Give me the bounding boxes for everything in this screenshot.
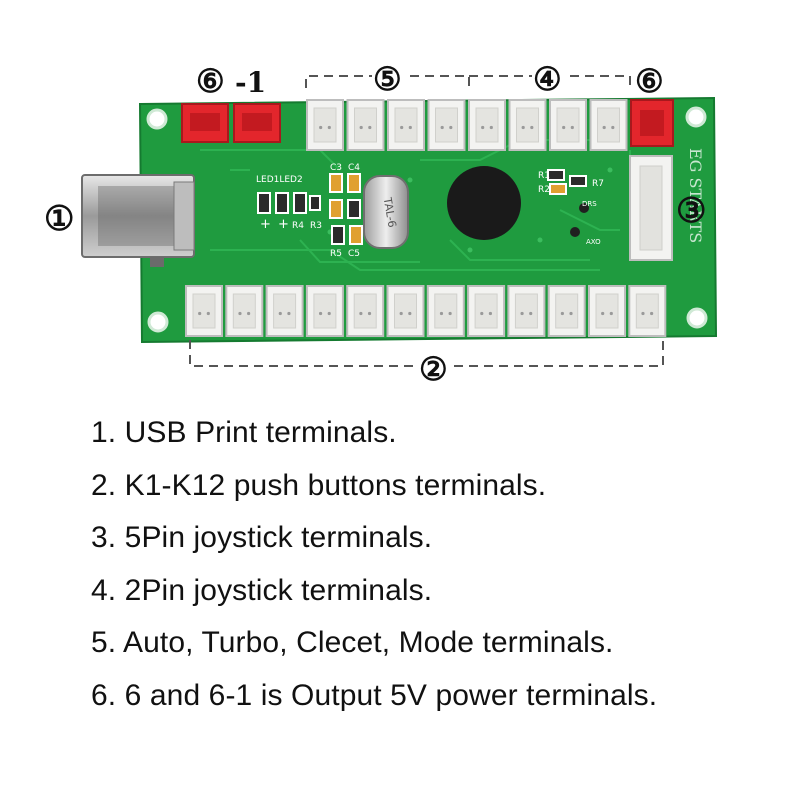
silk-c4: C4 — [348, 163, 360, 173]
top-terminal-row — [306, 99, 628, 151]
mode-terminal — [387, 99, 425, 151]
push-button-terminal — [225, 285, 264, 337]
mode-terminal — [427, 99, 466, 151]
callout-6-1-number: ⑥ — [196, 62, 225, 100]
push-button-terminal — [265, 285, 304, 337]
callout-6: ⑥ — [635, 62, 664, 100]
silk-led-label: LED1LED2 — [256, 175, 303, 185]
joystick-2pin-terminal — [549, 99, 587, 151]
silk-plus-1: + — [260, 217, 271, 232]
callout-5: ⑤ — [373, 60, 402, 98]
silk-r3: R3 — [310, 221, 322, 231]
callout-6-1-suffix: -1 — [235, 66, 266, 99]
callout-3: ③ — [676, 191, 706, 231]
silk-plus-2: + — [278, 217, 289, 232]
silk-c3: C3 — [330, 163, 342, 173]
legend-item-1: 1. USB Print terminals. — [91, 416, 397, 449]
silk-r4: R4 — [292, 221, 304, 231]
push-button-terminal — [305, 285, 344, 337]
legend-item-4: 4. 2Pin joystick terminals. — [91, 573, 433, 607]
push-button-terminal — [628, 285, 667, 337]
push-button-terminal — [507, 285, 546, 337]
power-connector-6 — [630, 99, 674, 147]
legend-item-6: 6. 6 and 6-1 is Output 5V power terminal… — [91, 678, 658, 712]
mode-terminal — [346, 99, 385, 151]
controller-chip — [447, 166, 521, 240]
silk-edge-text: EG STARTS — [686, 148, 705, 243]
terminal-legend: 1. USB Print terminals. 2. K1-K12 push b… — [91, 412, 657, 728]
legend-item-5: 5. Auto, Turbo, Clecet, Mode terminals. — [91, 626, 614, 660]
silk-r1: R1 — [538, 171, 550, 181]
callout-2: ② — [419, 350, 448, 388]
power-connector-6-1 — [181, 103, 281, 143]
legend-item-3: 3. 5Pin joystick terminals. — [91, 521, 433, 555]
silk-crystal-marking: TAL-6 — [380, 195, 398, 228]
callout-labels: ⑥ -1 ⑤ ④ ⑥ ① ③ ② — [44, 60, 706, 388]
mounting-hole — [146, 106, 708, 333]
callout-1: ① — [44, 199, 74, 239]
silk-r5: R5 — [330, 249, 342, 259]
usb-port — [81, 174, 195, 267]
silk-c5: C5 — [348, 249, 360, 259]
push-button-terminal — [588, 285, 626, 337]
silk-drs: DRS — [582, 200, 597, 208]
silk-r2: R2 — [538, 185, 550, 195]
joystick-5pin-connector — [629, 155, 673, 261]
legend-item-2: 2. K1-K12 push buttons terminals. — [91, 468, 547, 502]
push-button-terminal — [386, 285, 425, 337]
silkscreen-labels: LED1LED2 + + R4 R3 C3 C4 R5 C5 TAL-6 R1 … — [256, 148, 705, 259]
callout-brackets — [189, 75, 664, 367]
crystal-oscillator — [363, 175, 409, 249]
joystick-2pin-terminal — [468, 99, 506, 151]
mode-terminal — [306, 99, 344, 151]
push-button-terminal — [426, 285, 465, 337]
smd-components — [257, 169, 589, 245]
joystick-2pin-terminal — [508, 99, 547, 151]
callout-4: ④ — [533, 60, 562, 98]
silk-r7: R7 — [592, 179, 604, 189]
push-button-terminal — [346, 285, 385, 337]
silk-axo: AXO — [586, 238, 601, 246]
joystick-2pin-terminal — [589, 99, 628, 151]
push-button-terminal — [467, 285, 506, 337]
push-button-terminal — [185, 285, 223, 337]
push-button-terminal — [547, 285, 586, 337]
push-button-terminal-row — [185, 285, 667, 337]
